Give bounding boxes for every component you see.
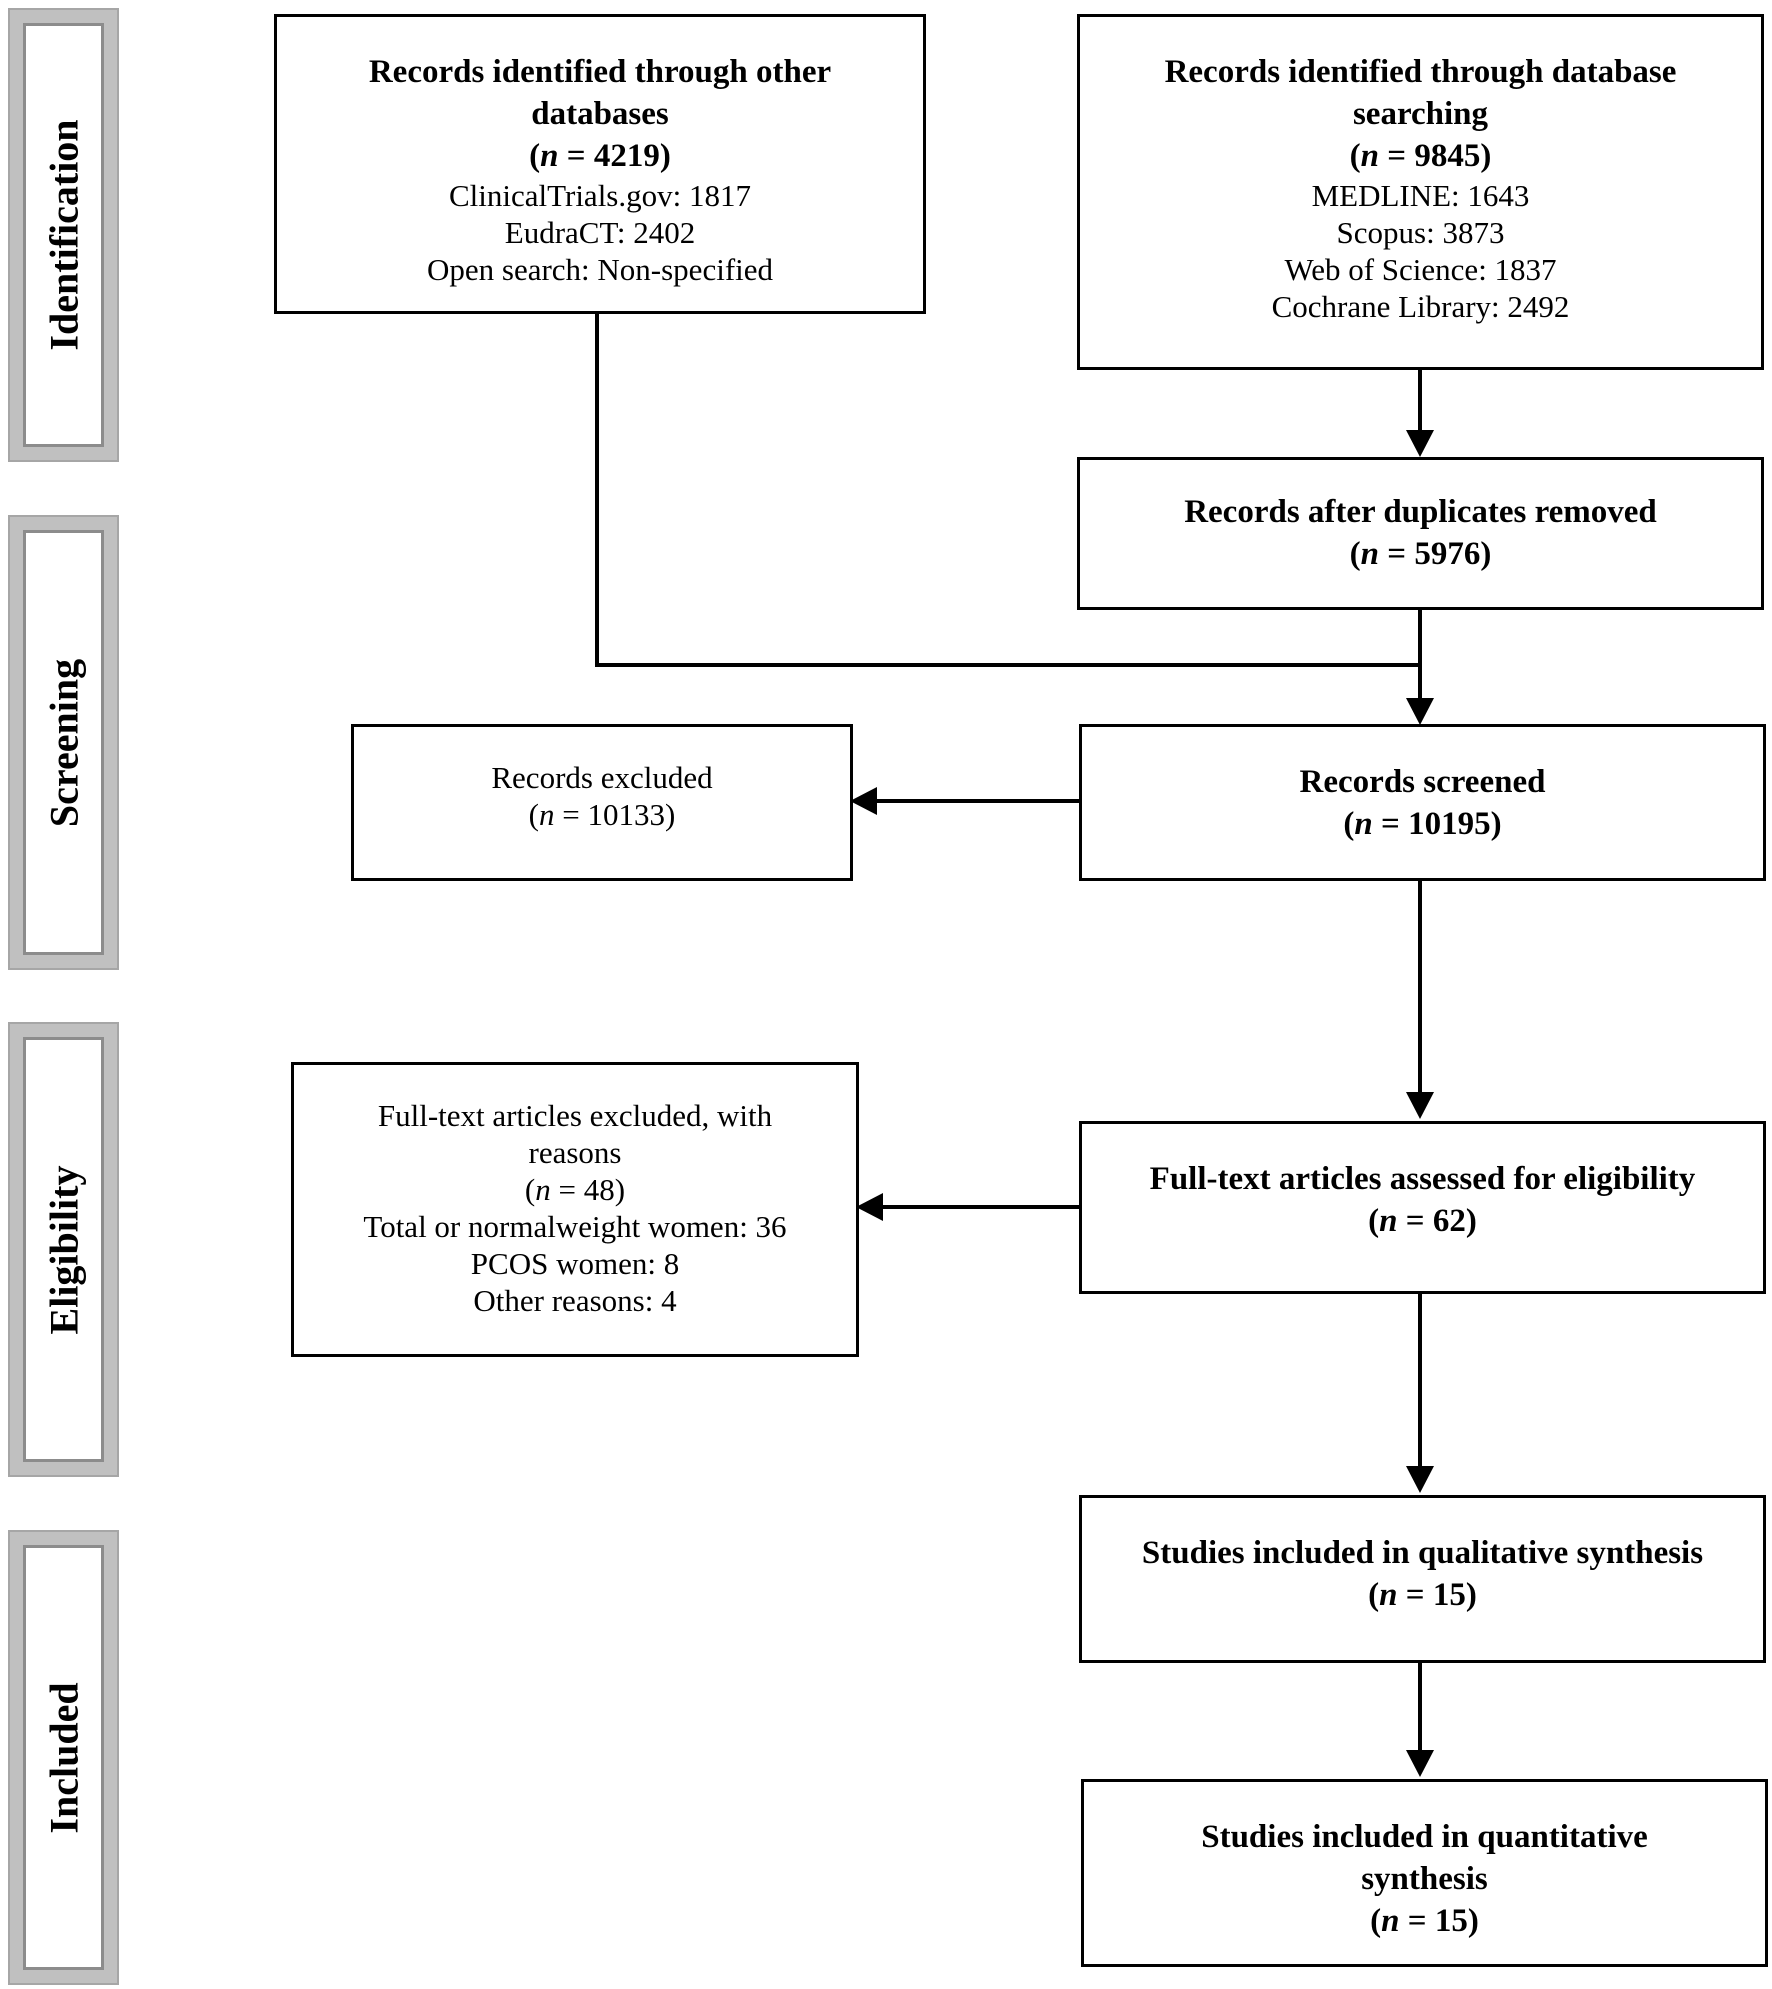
stage-eligibility: Eligibility	[8, 1022, 119, 1477]
box-fulltext-excluded: Full-text articles excluded, with reason…	[291, 1062, 859, 1357]
arrowhead-search-to-duplicates	[1406, 430, 1434, 457]
quantitative-synthesis-n: (n = 15)	[1370, 1903, 1479, 1939]
other-databases-title: Records identified through other databas…	[368, 54, 832, 132]
box-quantitative-synthesis: Studies included in quantitative synthes…	[1081, 1779, 1768, 1967]
arrowhead-screened-to-fulltext	[1406, 1092, 1434, 1119]
stage-identification-label: Identification	[41, 119, 86, 351]
arrowhead-duplicates-to-screened	[1406, 698, 1434, 725]
box-fulltext-assessed: Full-text articles assessed for eligibil…	[1079, 1121, 1766, 1294]
box-records-screened: Records screened (n = 10195)	[1079, 724, 1766, 881]
after-duplicates-title: Records after duplicates removed	[1184, 494, 1657, 530]
qualitative-synthesis-n: (n = 15)	[1368, 1577, 1477, 1613]
line-other-to-merge	[595, 312, 1420, 667]
quantitative-synthesis-title: Studies included in quantitative synthes…	[1201, 1819, 1648, 1897]
database-searching-line: MEDLINE: 1643	[1311, 178, 1530, 213]
box-database-searching: Records identified through database sear…	[1077, 14, 1764, 370]
fulltext-excluded-n: (n = 48)	[524, 1172, 626, 1207]
qualitative-synthesis-title: Studies included in qualitative synthesi…	[1141, 1535, 1704, 1571]
stage-included: Included	[8, 1530, 119, 1985]
box-other-databases: Records identified through other databas…	[274, 14, 926, 314]
arrowhead-fulltext-to-qualitative	[1406, 1466, 1434, 1493]
database-searching-line: Web of Science: 1837	[1284, 252, 1557, 287]
arrowhead-fulltext-to-excluded	[856, 1193, 883, 1221]
database-searching-n: (n = 9845)	[1349, 138, 1492, 174]
records-excluded-n: (n = 10133)	[528, 797, 676, 832]
records-screened-n: (n = 10195)	[1343, 806, 1502, 842]
database-searching-line: Cochrane Library: 2492	[1271, 289, 1570, 324]
other-databases-line: EudraCT: 2402	[504, 215, 696, 250]
box-records-excluded: Records excluded (n = 10133)	[351, 724, 853, 881]
after-duplicates-n: (n = 5976)	[1349, 536, 1492, 572]
fulltext-excluded-reason: PCOS women: 8	[470, 1246, 680, 1281]
database-searching-line: Scopus: 3873	[1336, 215, 1505, 250]
box-qualitative-synthesis: Studies included in qualitative synthesi…	[1079, 1495, 1766, 1663]
database-searching-title: Records identified through database sear…	[1164, 54, 1677, 132]
fulltext-excluded-reason: Other reasons: 4	[473, 1283, 677, 1318]
fulltext-assessed-title: Full-text articles assessed for eligibil…	[1149, 1161, 1696, 1197]
arrowhead-qualitative-to-quantitative	[1406, 1750, 1434, 1777]
records-screened-title: Records screened	[1299, 764, 1546, 800]
other-databases-line: ClinicalTrials.gov: 1817	[449, 178, 751, 213]
fulltext-excluded-reason: Total or normalweight women: 36	[363, 1209, 787, 1244]
fulltext-assessed-n: (n = 62)	[1368, 1203, 1477, 1239]
stage-screening-label: Screening	[41, 658, 86, 827]
other-databases-line: Open search: Non-specified	[426, 252, 774, 287]
other-databases-n: (n = 4219)	[529, 138, 671, 174]
stage-identification: Identification	[8, 8, 119, 462]
fulltext-excluded-title: Full-text articles excluded, with reason…	[377, 1098, 773, 1170]
arrowhead-screened-to-excluded	[850, 787, 877, 815]
stage-eligibility-label: Eligibility	[41, 1165, 86, 1334]
stage-included-label: Included	[41, 1681, 86, 1834]
stage-screening: Screening	[8, 515, 119, 970]
records-excluded-title: Records excluded	[491, 760, 713, 795]
box-after-duplicates: Records after duplicates removed (n = 59…	[1077, 457, 1764, 610]
